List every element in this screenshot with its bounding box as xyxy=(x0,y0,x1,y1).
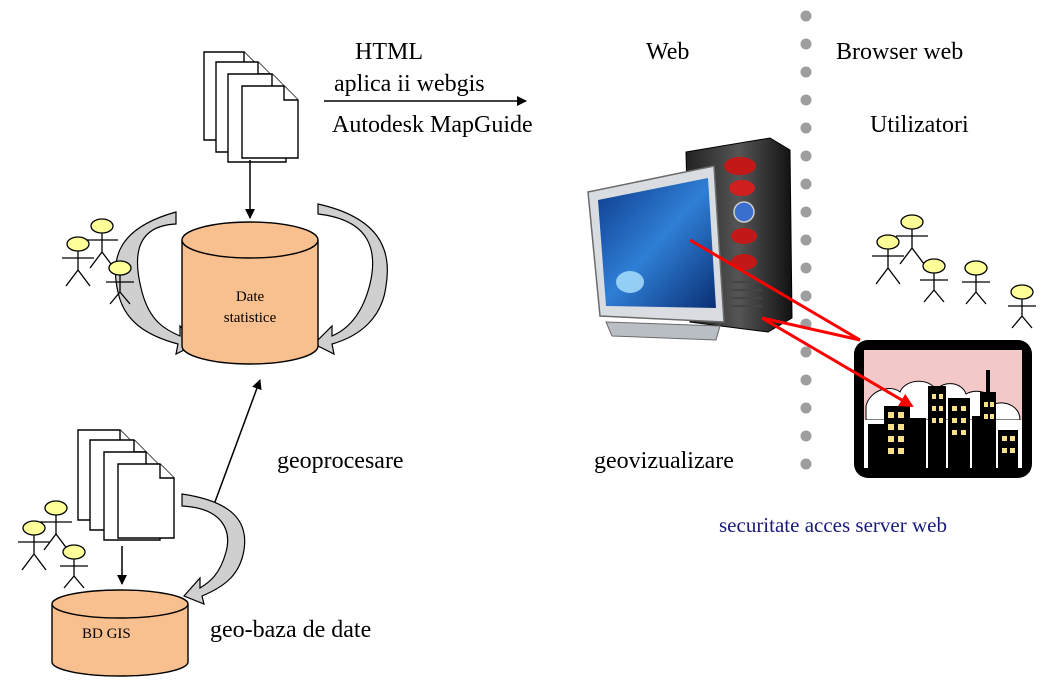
database-label-line2: statistice xyxy=(223,310,277,326)
network-separator-dots xyxy=(800,10,812,470)
document-stack-top-icon xyxy=(203,51,299,163)
web-server-computer-icon xyxy=(587,137,793,341)
users-group-bottom-icon xyxy=(18,500,88,589)
curved-arrow-bottom-icon xyxy=(181,493,246,605)
web-server-security-label: securitate acces server web xyxy=(719,513,947,537)
gis-database-label: BD GIS xyxy=(82,626,131,642)
web-label: Web xyxy=(646,39,690,65)
browser-web-label: Browser web xyxy=(836,39,964,65)
document-stack-bottom-icon xyxy=(77,429,175,541)
gis-database-icon xyxy=(51,589,189,677)
curved-arrow-right-icon xyxy=(312,203,388,356)
server-client-connection-lines xyxy=(689,238,914,408)
webgis-apps-label: aplica ii webgis xyxy=(334,71,485,97)
users-group-right-icon xyxy=(872,214,1036,329)
users-label: Utilizatori xyxy=(870,112,969,138)
geovisualization-label: geovizualizare xyxy=(594,448,734,474)
database-label-line1: Date xyxy=(235,289,265,305)
users-group-left-icon xyxy=(62,218,134,305)
mapguide-label: Autodesk MapGuide xyxy=(332,112,533,138)
city-skyline-icon xyxy=(854,340,1032,478)
geodatabase-label: geo-baza de date xyxy=(210,617,372,643)
curved-arrow-left-icon xyxy=(114,211,197,356)
statistics-database-icon xyxy=(181,221,319,365)
html-label: HTML xyxy=(355,39,423,65)
geoprocessing-arrow xyxy=(211,379,262,511)
geoprocessing-label: geoprocesare xyxy=(277,448,404,474)
